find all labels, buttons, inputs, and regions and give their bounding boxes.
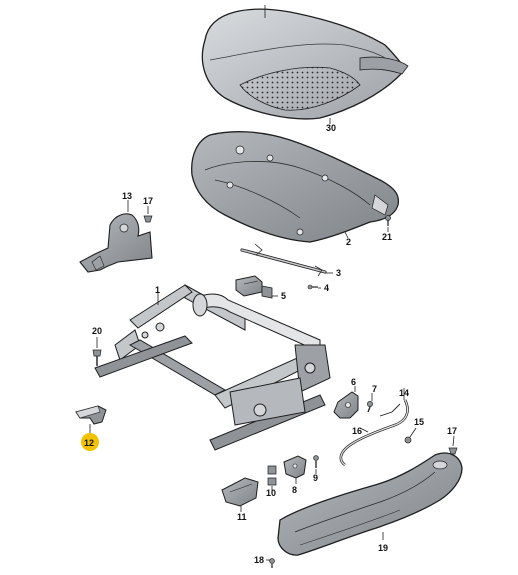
part-1-seat-frame — [94, 284, 331, 451]
part-19-side-panel — [277, 452, 463, 556]
part-17-clip-a — [143, 215, 153, 223]
callout-6: 6 — [351, 377, 356, 387]
part-14-cable — [339, 399, 409, 467]
part-6-bracket — [333, 391, 359, 419]
part-9-screw — [313, 455, 319, 468]
callout-2: 2 — [346, 237, 351, 247]
part-13-side-bracket — [79, 213, 153, 273]
callout-13: 13 — [122, 191, 132, 201]
part-30-seat-cushion — [201, 5, 409, 120]
callout-18: 18 — [254, 555, 264, 565]
part-3-rod — [240, 243, 327, 277]
callout-30: 30 — [326, 123, 336, 133]
part-10-clip — [267, 465, 277, 486]
callout-21: 21 — [382, 232, 392, 242]
callout-16: 16 — [352, 426, 362, 436]
callout-12-highlight — [81, 433, 99, 451]
callout-4: 4 — [324, 283, 329, 293]
part-17-clip-b — [448, 447, 458, 455]
part-15-clip — [404, 436, 412, 444]
callout-15: 15 — [414, 417, 424, 427]
callout-11: 11 — [237, 512, 247, 522]
part-21-bolt — [385, 215, 391, 226]
callout-14: 14 — [399, 388, 409, 398]
callout-12: 12 — [84, 438, 94, 448]
callout-10: 10 — [266, 488, 276, 498]
callout-1: 1 — [155, 285, 160, 295]
part-11-trim-cover — [221, 477, 259, 507]
part-7-screw — [367, 401, 373, 413]
part-2-seat-pan — [191, 131, 400, 243]
callout-3: 3 — [336, 268, 341, 278]
part-18-screw — [269, 558, 275, 568]
callout-7: 7 — [372, 384, 377, 394]
callout-17-b: 17 — [447, 426, 457, 436]
callout-19: 19 — [378, 543, 388, 553]
callout-8: 8 — [292, 485, 297, 495]
callout-17-a: 17 — [143, 196, 153, 206]
part-20-bolt — [92, 349, 102, 366]
callout-9: 9 — [313, 473, 318, 483]
callout-5: 5 — [281, 291, 286, 301]
part-12-cover-highlighted — [75, 405, 107, 425]
part-5-actuator — [235, 275, 273, 299]
callout-20: 20 — [92, 326, 102, 336]
part-8-bracket — [283, 455, 307, 479]
part-4-pin — [307, 284, 318, 290]
